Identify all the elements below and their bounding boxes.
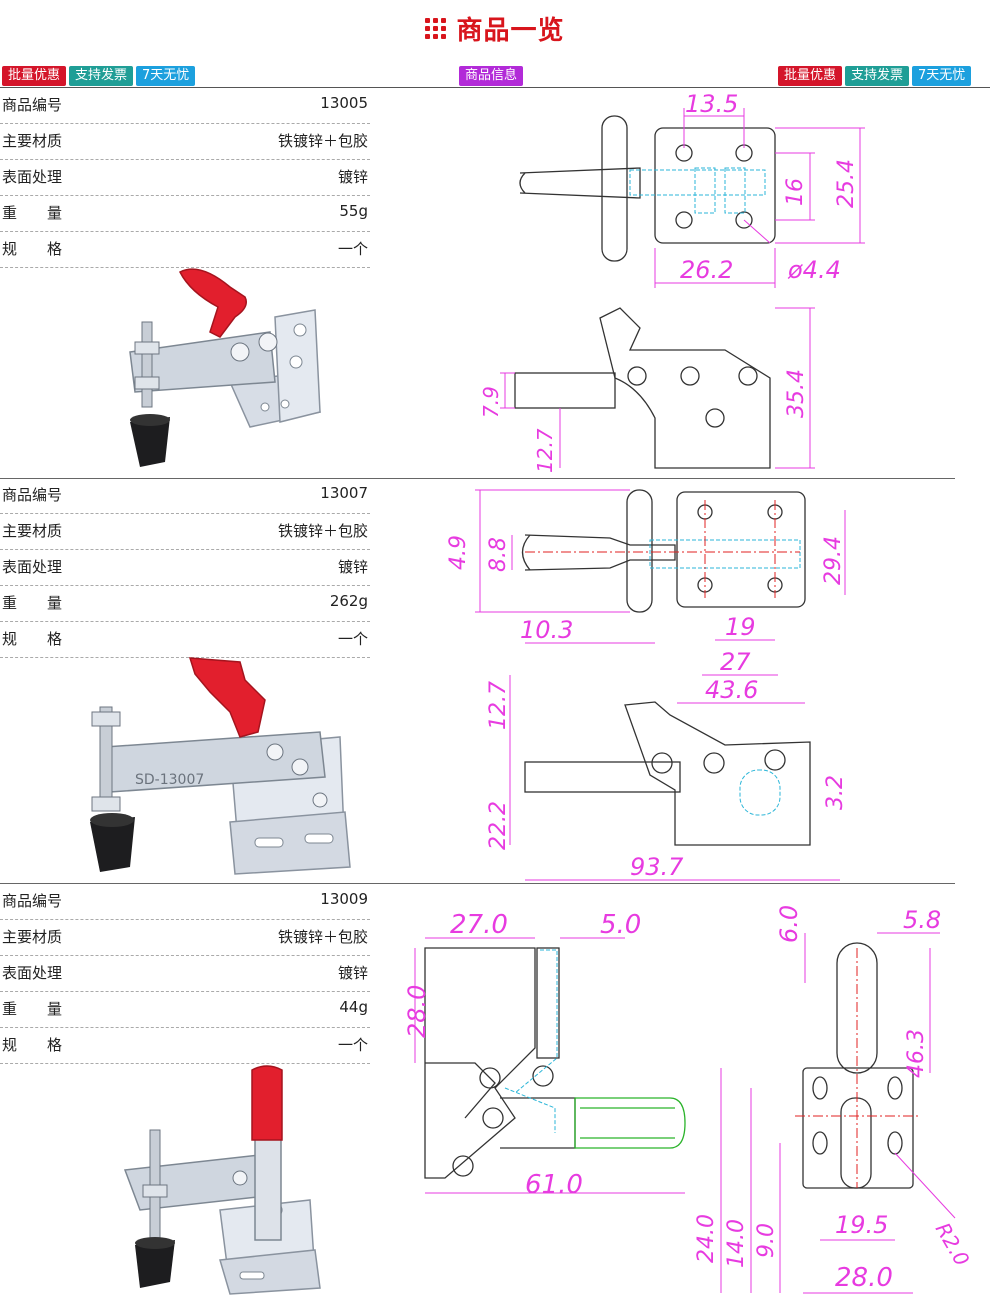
dim-label: ø4.4 (787, 256, 841, 284)
drawing-13005: 13.5 16 25.4 26.2 ø4.4 7.9 12.7 35.4 (479, 90, 865, 473)
spec-row: 规 格一个 (0, 1028, 370, 1064)
badge-group-left: 批量优惠 支持发票 7天无忧 (2, 66, 196, 86)
dim-label: 5.0 (600, 910, 641, 940)
badge-group-center: 商品信息 (459, 66, 524, 86)
dim-label: 12.7 (533, 428, 557, 473)
badge-7day: 7天无忧 (136, 66, 196, 86)
dim-label: 27 (720, 648, 751, 676)
header-divider (0, 87, 990, 88)
dim-label: 5.8 (903, 906, 941, 934)
spec-row: 规 格一个 (0, 622, 370, 658)
dim-label: 4.9 (446, 535, 471, 570)
dim-label: 19 (725, 613, 756, 641)
dim-label: 35.4 (784, 369, 809, 418)
page-title: 商品一览 (456, 15, 565, 46)
dim-label: 12.7 (486, 681, 511, 730)
spec-row: 主要材质铁镀锌＋包胶 (0, 514, 370, 550)
badge-invoice: 支持发票 (845, 66, 910, 86)
dim-label: 26.2 (680, 256, 733, 284)
spec-row: 表面处理镀锌 (0, 160, 370, 196)
badge-bulk-discount: 批量优惠 (778, 66, 843, 86)
dim-label: 13.5 (685, 90, 738, 118)
dim-label: 25.4 (834, 159, 859, 208)
dim-label: 43.6 (705, 676, 758, 704)
dim-label: R2.0 (931, 1219, 975, 1271)
dim-label: 10.3 (520, 616, 573, 644)
dim-label: 22.2 (486, 801, 511, 850)
badge-product-info: 商品信息 (459, 66, 524, 86)
product-photo-13009 (123, 1065, 321, 1295)
model-stamp: SD-13007 (135, 772, 204, 788)
spec-row: 主要材质铁镀锌＋包胶 (0, 920, 370, 956)
dim-label: 28.0 (835, 1263, 893, 1293)
page-header: 商品一览 (0, 8, 990, 48)
dim-label: 24.0 (694, 1214, 719, 1263)
dim-label: 28.0 (403, 985, 431, 1038)
badge-invoice: 支持发票 (69, 66, 134, 86)
dim-label: 19.5 (835, 1211, 888, 1239)
badge-bulk-discount: 批量优惠 (2, 66, 67, 86)
dim-label: 93.7 (630, 853, 684, 881)
dim-label: 29.4 (821, 536, 846, 585)
dim-label: 27.0 (450, 910, 508, 940)
dim-label: 9.0 (754, 1223, 779, 1258)
dim-label: 61.0 (525, 1170, 583, 1200)
dim-label: 3.2 (823, 775, 848, 810)
drawing-13007: 4.9 8.8 29.4 46 10.3 19 27 43.6 12.7 22.… (446, 489, 848, 881)
product-photo-13005 (129, 268, 321, 467)
dots-icon (425, 17, 447, 39)
spec-row: 表面处理镀锌 (0, 550, 370, 586)
badge-7day: 7天无忧 (912, 66, 972, 86)
product-divider (0, 478, 955, 479)
spec-row: 主要材质铁镀锌＋包胶 (0, 124, 370, 160)
drawing-13009: 27.0 5.0 28.0 61.0 6.0 5.8 46.3 24.0 14.… (403, 905, 975, 1294)
dim-label: 46.3 (904, 1029, 929, 1078)
dim-label: 14.0 (724, 1219, 749, 1268)
product-divider (0, 883, 955, 884)
dim-label: 7.9 (479, 386, 503, 418)
dim-label: 6.0 (775, 905, 803, 943)
spec-row: 规 格一个 (0, 232, 370, 268)
badge-group-right: 批量优惠 支持发票 7天无忧 (778, 66, 972, 86)
spec-row: 表面处理镀锌 (0, 956, 370, 992)
product-photo-13007: SD-13007 (90, 657, 351, 875)
dim-label: 8.8 (486, 537, 511, 572)
dim-label: 16 (783, 178, 808, 206)
